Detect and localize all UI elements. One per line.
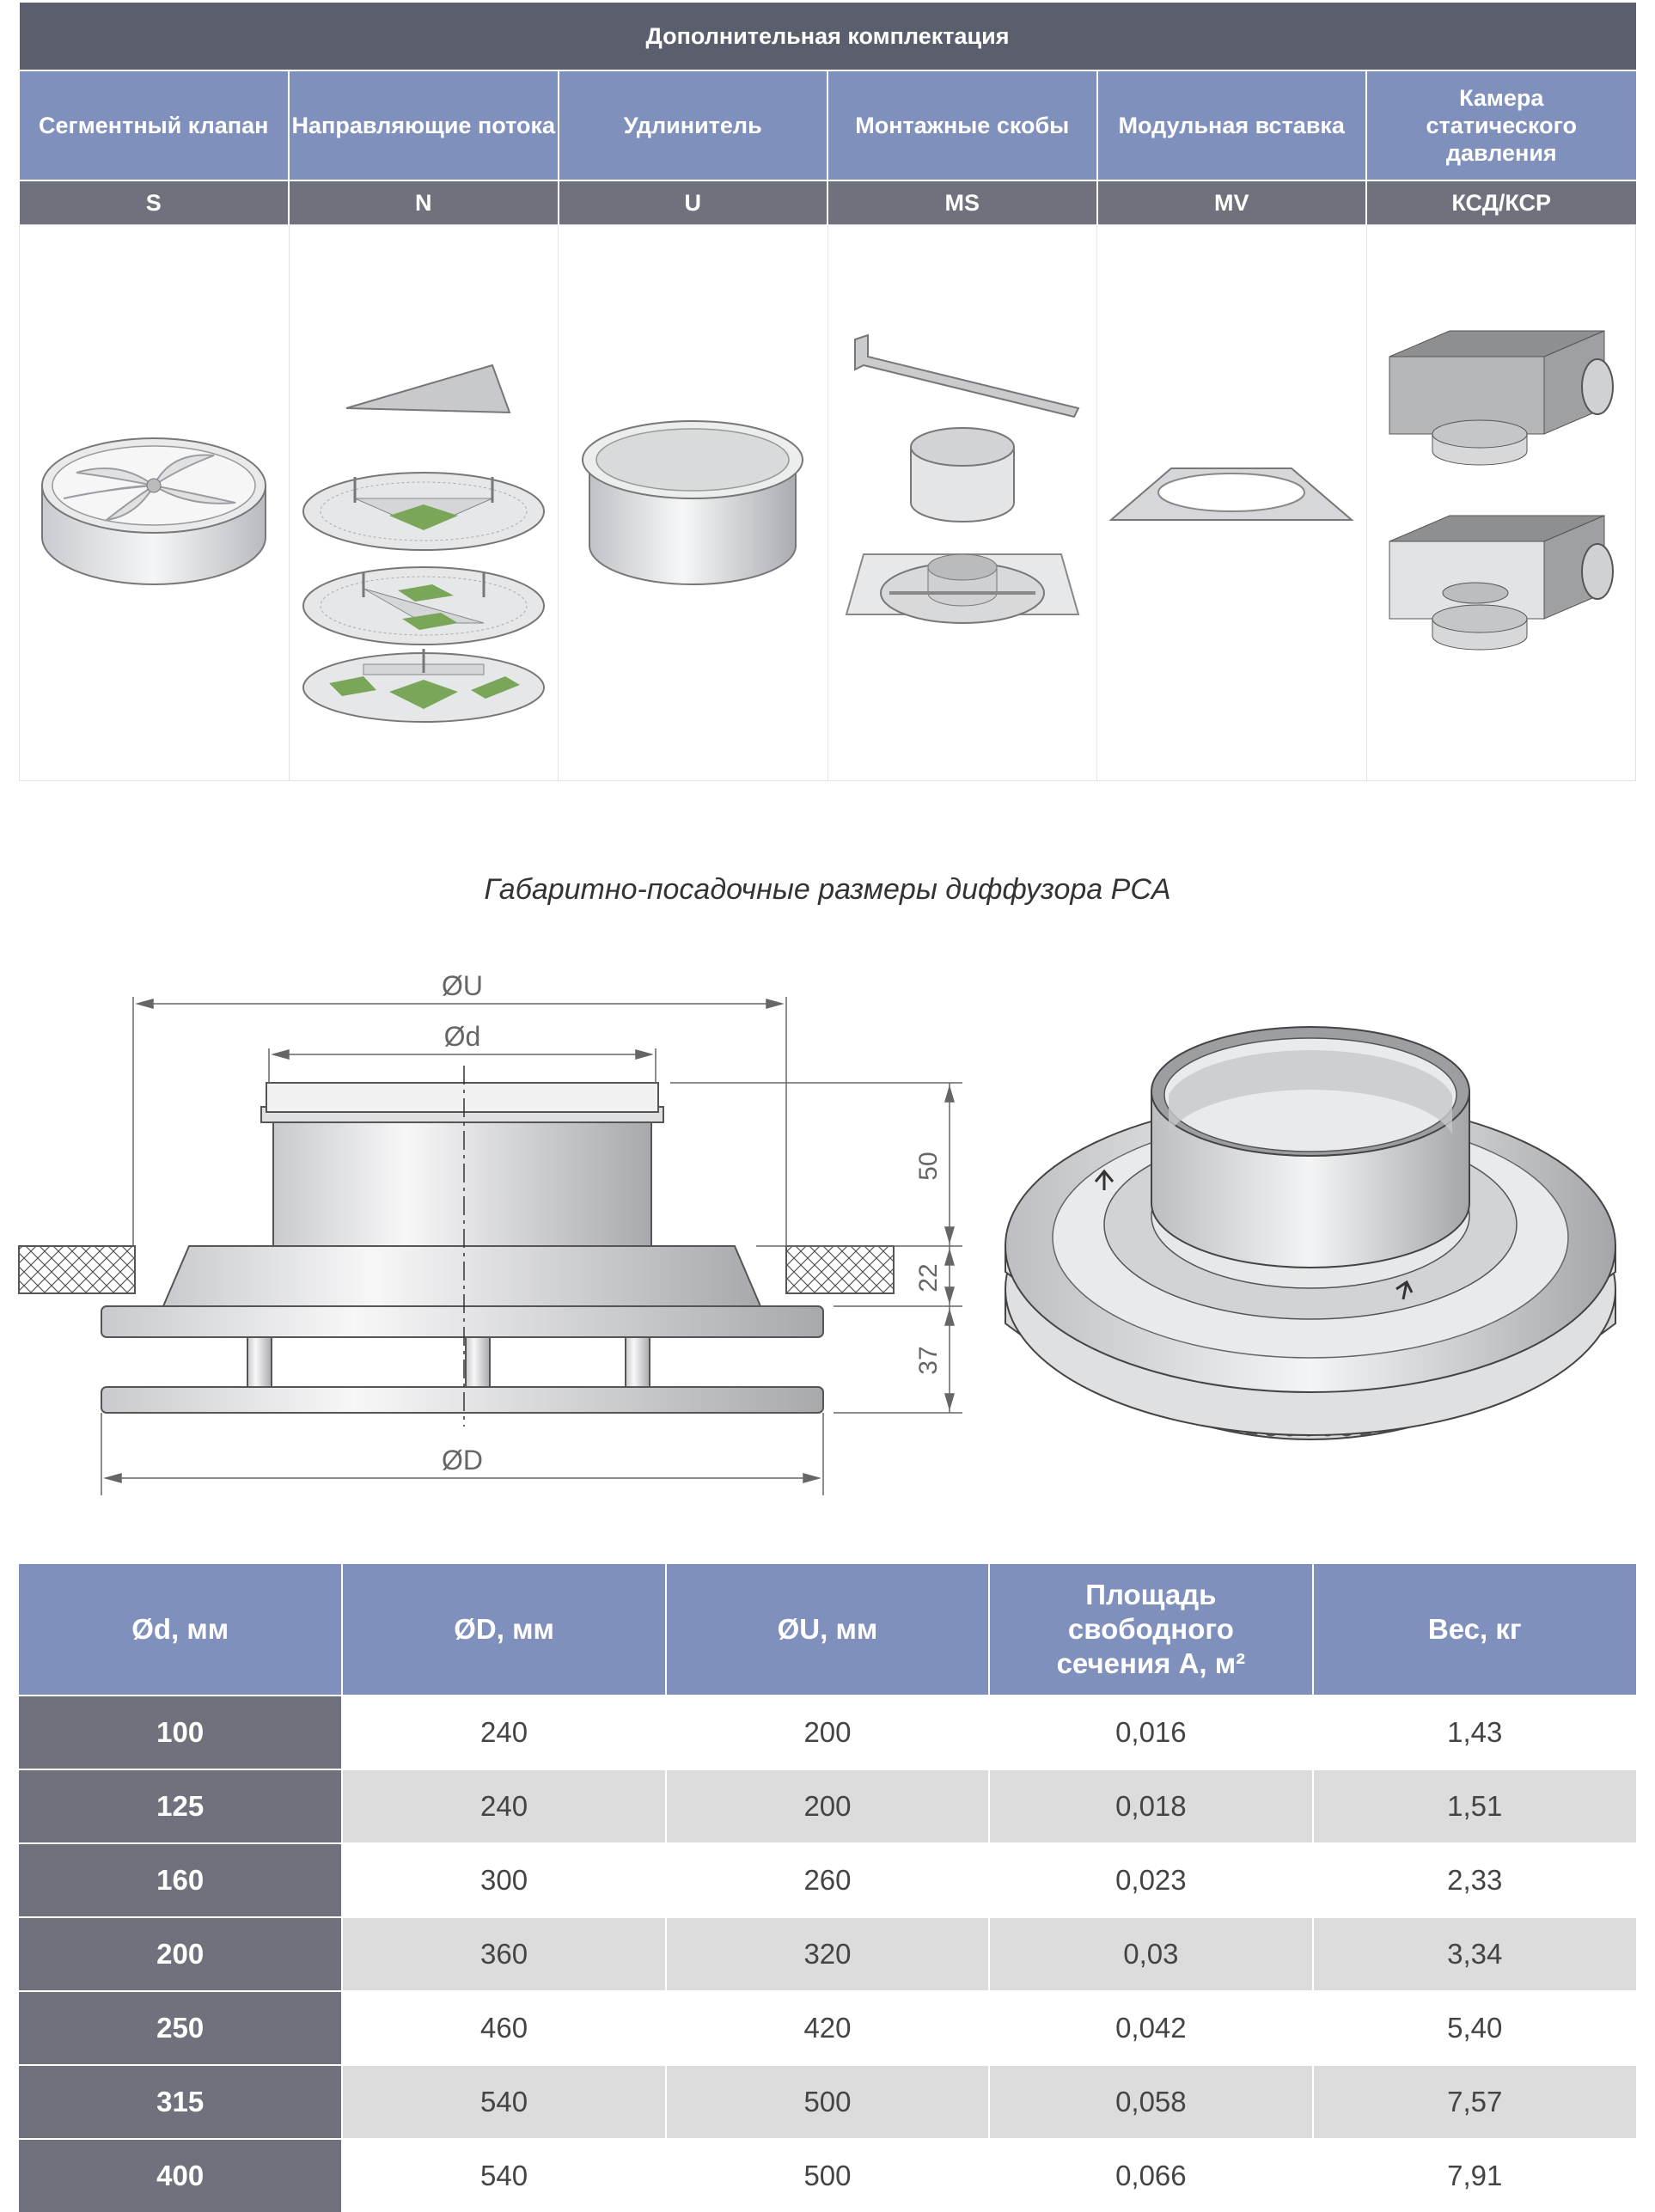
- accessory-image-cell: [1096, 224, 1367, 781]
- cell-U: 320: [664, 1916, 990, 1991]
- cell-U: 200: [664, 1769, 990, 1843]
- cell-U: 500: [664, 2064, 990, 2139]
- accessory-name: Сегментный клапан: [19, 70, 289, 180]
- diffuser-3d-view: [1005, 1026, 1616, 1440]
- cell-d: 125: [19, 1769, 343, 1843]
- modular-insert-icon: [1108, 467, 1354, 521]
- dim-label-D: ØD: [442, 1445, 483, 1476]
- accessory-code: N: [288, 180, 559, 225]
- cell-d: 250: [19, 1990, 343, 2065]
- accessory-name: Монтажные скобы: [827, 70, 1097, 180]
- accessory-code: MS: [827, 180, 1097, 225]
- cell-area: 0,042: [988, 1990, 1313, 2065]
- cell-U: 200: [664, 1695, 990, 1769]
- cell-U: 420: [664, 1990, 990, 2065]
- accessories-title: Дополнительная комплектация: [19, 3, 1636, 70]
- cell-D: 360: [341, 1916, 666, 1991]
- cell-d: 315: [19, 2064, 343, 2139]
- cell-D: 460: [341, 1990, 666, 2065]
- cell-weight: 3,34: [1311, 1916, 1636, 1991]
- cell-U: 500: [664, 2138, 990, 2212]
- dimensions-table: Ød, мм ØD, мм ØU, мм Площадь свободного …: [19, 1564, 1636, 2212]
- table-row: 160 300 260 0,023 2,33: [19, 1842, 1636, 1917]
- table-row: 400 540 500 0,066 7,91: [19, 2138, 1636, 2212]
- dim-height-22: 22: [914, 1263, 943, 1292]
- dim-height-50: 50: [914, 1152, 943, 1180]
- cell-D: 540: [341, 2138, 666, 2212]
- accessory-code: КСД/КСР: [1365, 180, 1636, 225]
- cell-weight: 7,57: [1311, 2064, 1636, 2139]
- column-header-area: Площадь свободного сечения A, м²: [988, 1564, 1313, 1696]
- segment-damper-icon: [41, 437, 267, 585]
- accessory-image-cell: [827, 224, 1097, 781]
- dim-label-d: Ød: [444, 1021, 481, 1052]
- cell-D: 540: [341, 2064, 666, 2139]
- cell-D: 240: [341, 1769, 666, 1843]
- flow-guides-icon: [302, 364, 545, 723]
- cell-area: 0,018: [988, 1769, 1313, 1843]
- cell-area: 0,058: [988, 2064, 1313, 2139]
- dimension-drawing: ØU Ød ØD 50 22 37: [18, 970, 962, 1495]
- table-row: 100 240 200 0,016 1,43: [19, 1695, 1636, 1769]
- accessory-name: Удлинитель: [557, 70, 828, 180]
- column-header-d: Ød, мм: [19, 1564, 343, 1696]
- column-header-D: ØD, мм: [341, 1564, 666, 1696]
- accessory-image-cell: [1365, 224, 1636, 781]
- accessories-table: Дополнительная комплектация Сегментный к…: [19, 3, 1636, 781]
- cell-d: 200: [19, 1916, 343, 1991]
- cell-area: 0,023: [988, 1842, 1313, 1917]
- accessory-image-cell: [288, 224, 559, 781]
- table-row: 250 460 420 0,042 5,40: [19, 1990, 1636, 2065]
- accessory-name: Модульная вставка: [1096, 70, 1366, 180]
- cell-area: 0,016: [988, 1695, 1313, 1769]
- cell-weight: 1,43: [1311, 1695, 1636, 1769]
- accessory-name: Направляющие потока: [288, 70, 559, 180]
- cell-area: 0,03: [988, 1916, 1313, 1991]
- drawing-caption: Габаритно-посадочные размеры диффузора P…: [484, 873, 1171, 906]
- accessory-code: S: [19, 180, 289, 225]
- dim-label-U: ØU: [442, 970, 483, 1001]
- accessory-code: MV: [1096, 180, 1366, 225]
- accessory-name: Камера статического давления: [1365, 70, 1636, 180]
- cell-D: 300: [341, 1842, 666, 1917]
- accessory-code: U: [557, 180, 828, 225]
- table-row: 200 360 320 0,03 3,34: [19, 1916, 1636, 1991]
- accessory-image-cell: [19, 224, 290, 781]
- dim-height-37: 37: [914, 1346, 943, 1374]
- cell-weight: 2,33: [1311, 1842, 1636, 1917]
- column-header-weight: Вес, кг: [1311, 1564, 1636, 1696]
- cell-d: 400: [19, 2138, 343, 2212]
- table-row: 125 240 200 0,018 1,51: [19, 1769, 1636, 1843]
- accessory-image-cell: [558, 224, 828, 781]
- cell-d: 100: [19, 1695, 343, 1769]
- cell-weight: 1,51: [1311, 1769, 1636, 1843]
- cell-d: 160: [19, 1842, 343, 1917]
- cell-area: 0,066: [988, 2138, 1313, 2212]
- cell-weight: 7,91: [1311, 2138, 1636, 2212]
- table-row: 315 540 500 0,058 7,57: [19, 2064, 1636, 2139]
- column-header-U: ØU, мм: [664, 1564, 990, 1696]
- cell-U: 260: [664, 1842, 990, 1917]
- extension-icon: [582, 420, 804, 585]
- cell-weight: 5,40: [1311, 1990, 1636, 2065]
- plenum-box-icon: [1389, 330, 1614, 651]
- mounting-brackets-icon: [845, 333, 1080, 624]
- cell-D: 240: [341, 1695, 666, 1769]
